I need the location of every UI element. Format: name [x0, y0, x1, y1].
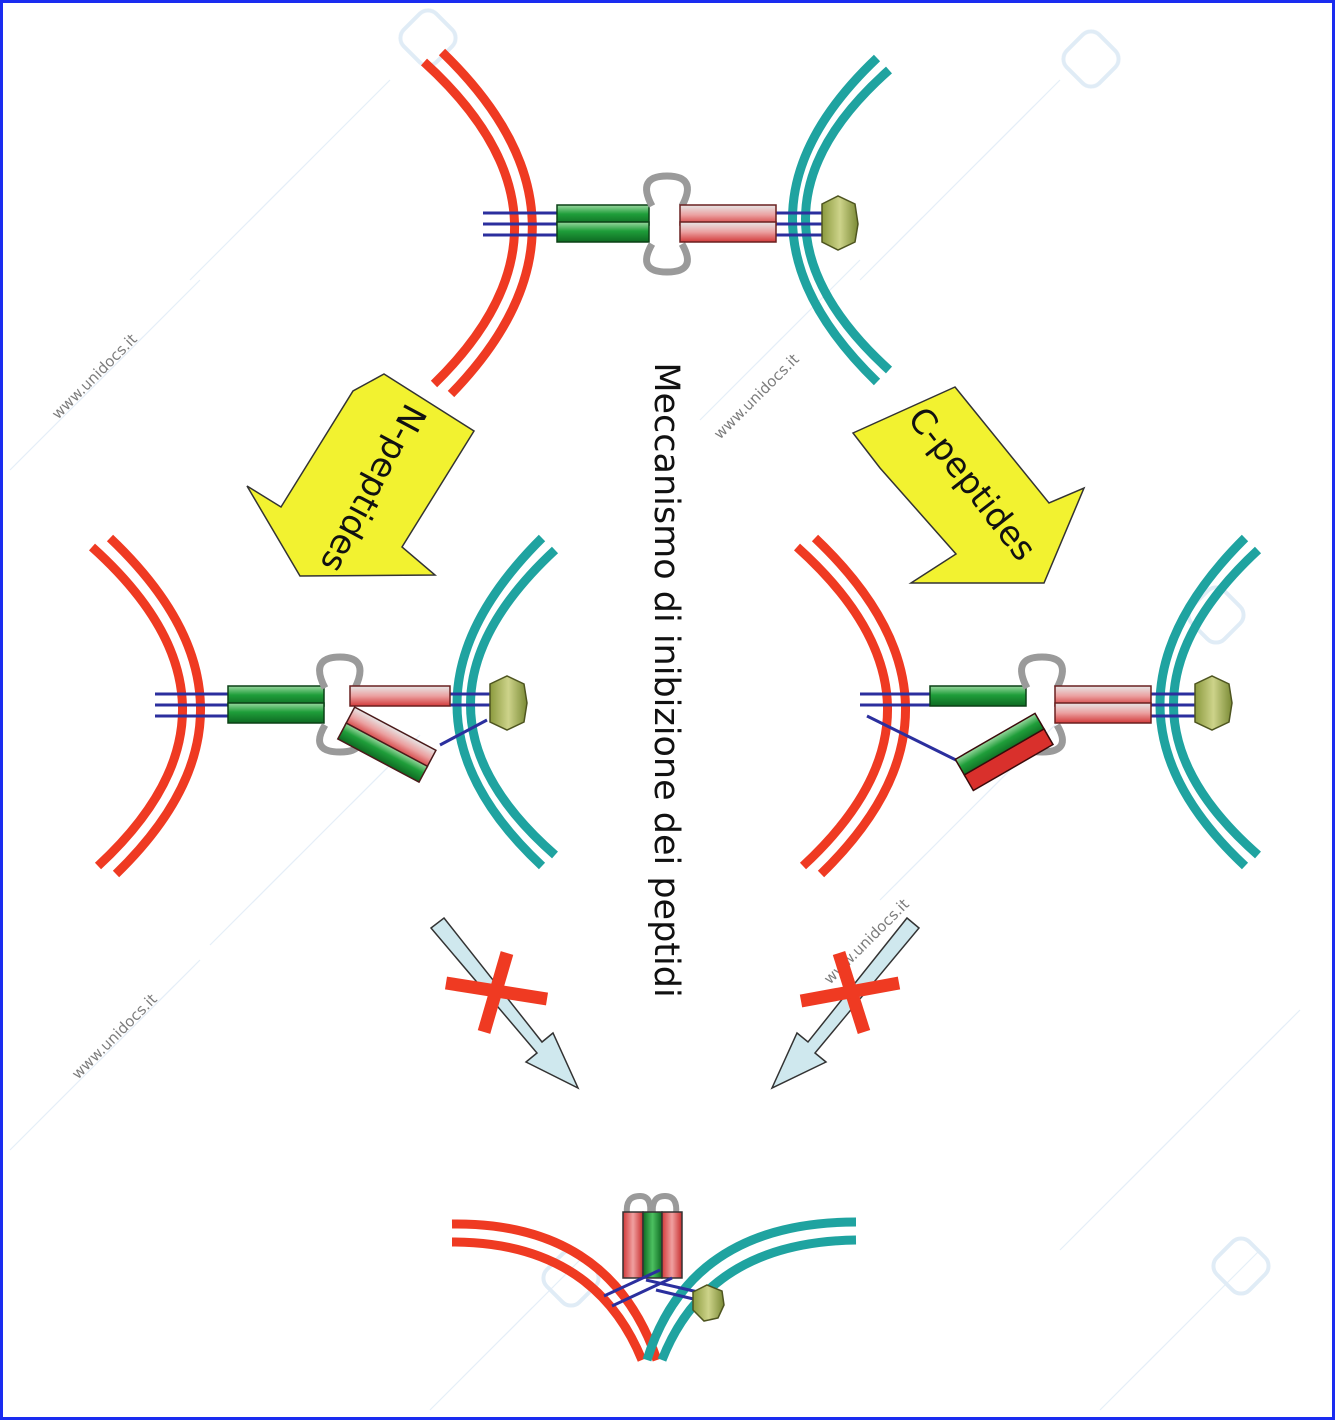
cross-mark [444, 951, 549, 1034]
fusion-peptide-linker [860, 692, 1195, 764]
six-helix-bundle [622, 1211, 683, 1279]
n-peptide-bound [336, 706, 437, 784]
fusion-peptide-linker [603, 1268, 707, 1308]
viral-membrane-bottom [451, 1219, 662, 1362]
watermark-text: www.unidocs.it [68, 990, 161, 1083]
c-helix-bundle [1054, 685, 1152, 724]
fused-complex [451, 1192, 857, 1362]
c-peptide-bound [954, 712, 1055, 792]
n-helix [929, 685, 1027, 707]
cell-membrane-top [788, 54, 893, 386]
loop-region [643, 172, 691, 276]
c-helix [349, 685, 451, 707]
n-peptides-arrow: N-peptides [246, 373, 476, 579]
transmembrane-knob [1194, 675, 1233, 731]
diagram-title: Meccanismo di inibizione dei peptidi [646, 362, 686, 997]
transmembrane-knob [489, 675, 528, 731]
watermark-text: www.unidocs.it [48, 330, 141, 423]
fusion-peptide-linker [155, 692, 492, 747]
blocked-arrow-right [770, 916, 921, 1090]
loop-gap [335, 688, 350, 726]
loop-region [623, 1192, 680, 1215]
left-inhibited-complex [88, 534, 559, 878]
cell-membrane-bottom [642, 1217, 857, 1362]
c-helix-bundle [679, 204, 777, 243]
n-helix-bundle [227, 685, 325, 724]
transmembrane-knob [821, 195, 859, 251]
transmembrane-knob [692, 1284, 725, 1322]
right-inhibited-complex [793, 534, 1262, 878]
cross-mark [799, 951, 901, 1034]
c-peptides-arrow: C-peptides [851, 386, 1086, 584]
n-helix-bundle [556, 204, 650, 243]
fusion-peptide-linker [483, 211, 822, 237]
blocked-arrow-left [429, 916, 580, 1090]
top-complex [420, 48, 893, 398]
